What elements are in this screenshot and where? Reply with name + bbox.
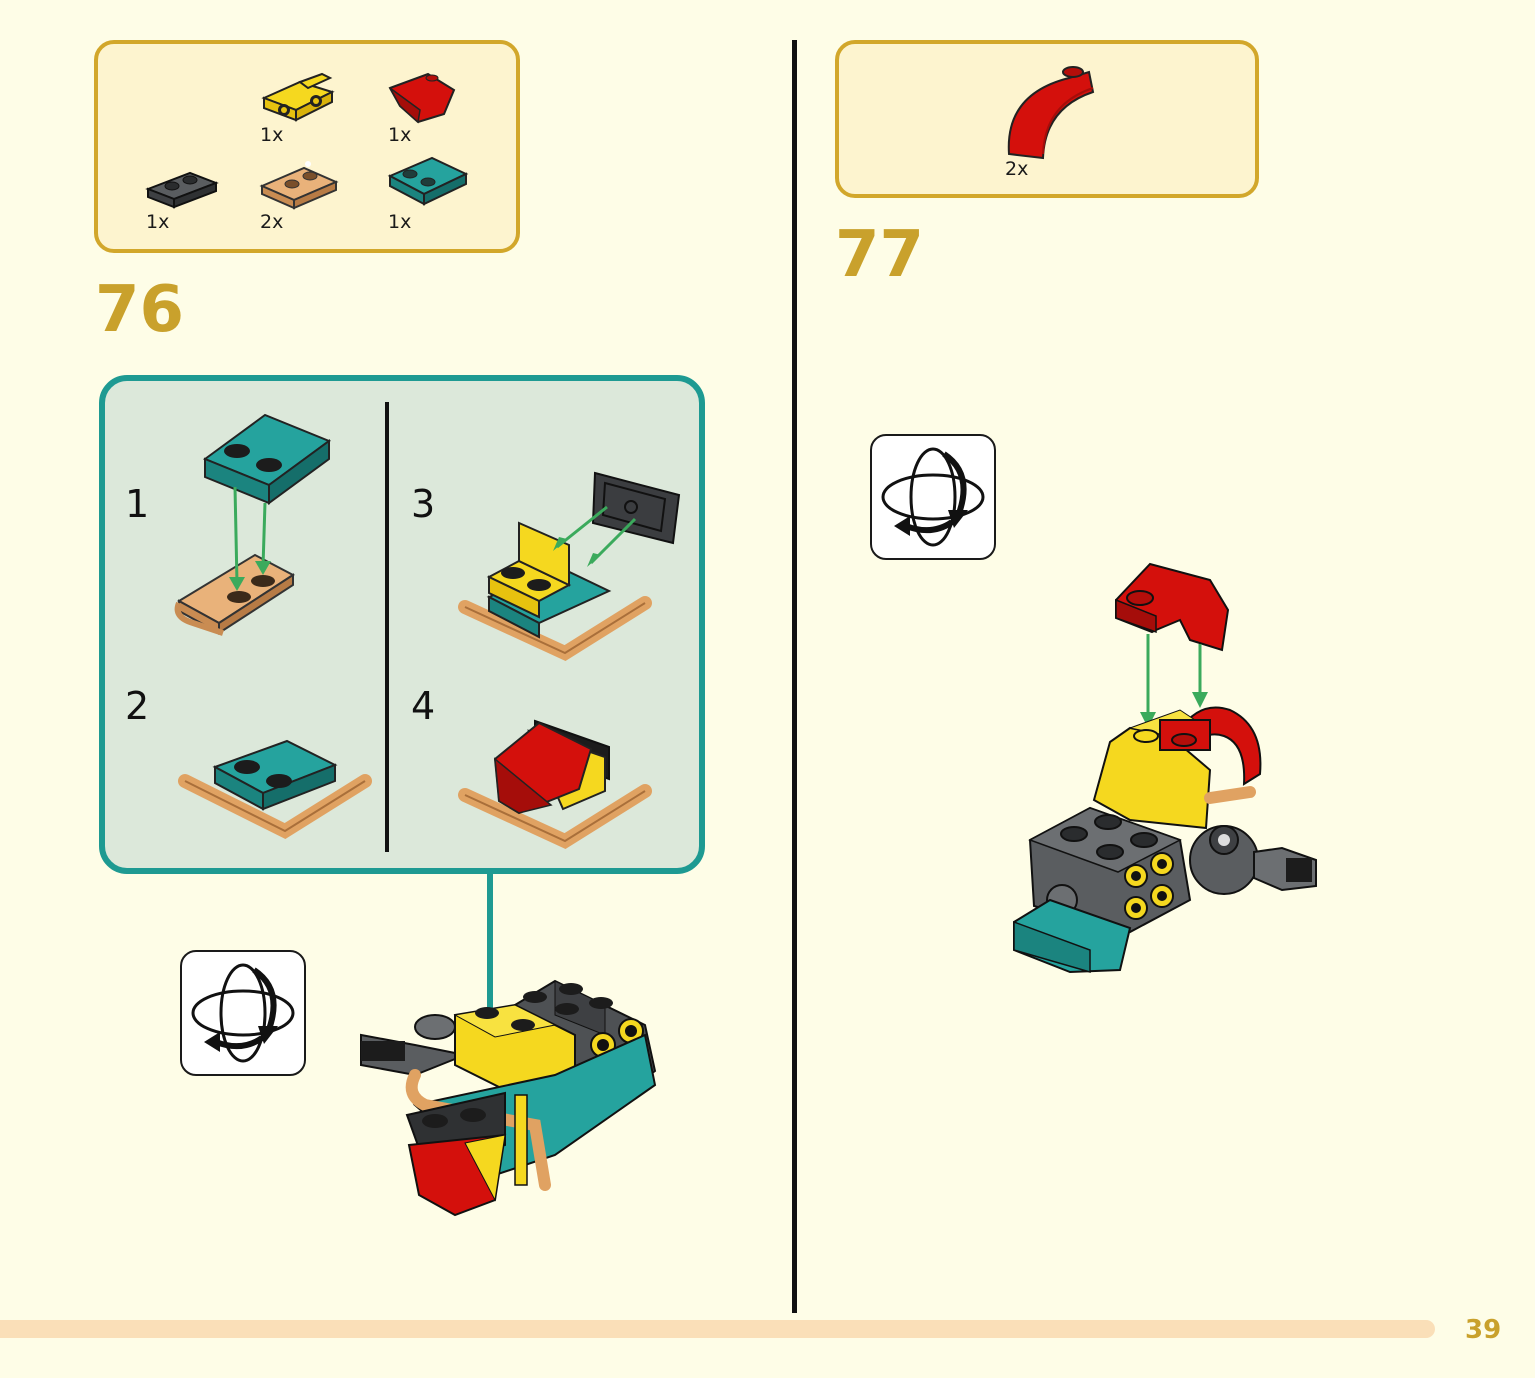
substep-4-illustration	[458, 719, 652, 849]
model-77-assembly	[1013, 562, 1317, 974]
substep-1-illustration	[174, 413, 332, 636]
part-qty: 2x	[1005, 158, 1029, 180]
substep-connector-line	[487, 872, 493, 1032]
step-number-76: 76	[95, 273, 185, 347]
substep-box: 1 2 3 4	[99, 375, 705, 874]
page-column-divider	[792, 40, 797, 1313]
substep-divider	[385, 402, 389, 852]
yellow-bracket-part-icon	[261, 72, 335, 122]
red-curved-slope-part-icon	[1007, 66, 1095, 160]
page-footer-bar	[0, 1320, 1435, 1338]
rotate-model-icon	[180, 950, 306, 1076]
part-qty: 1x	[388, 124, 412, 146]
model-76-assembly	[360, 979, 657, 1217]
teal-plate-part-icon	[387, 156, 469, 206]
part-qty: 2x	[260, 211, 284, 233]
rotate-model-icon	[870, 434, 996, 560]
substep-number-4: 4	[411, 684, 436, 728]
tan-runner-part-icon	[259, 161, 339, 210]
substep-number-2: 2	[125, 684, 150, 728]
parts-list-step-76: 1x 1x 1x 2x 1x	[94, 40, 520, 253]
part-qty: 1x	[260, 124, 284, 146]
parts-list-step-77: 2x	[835, 40, 1259, 198]
part-qty: 1x	[388, 211, 412, 233]
step-number-77: 77	[835, 218, 925, 292]
substep-number-1: 1	[125, 482, 150, 526]
substep-2-illustration	[178, 739, 372, 840]
part-qty: 1x	[146, 211, 170, 233]
substep-number-3: 3	[411, 482, 436, 526]
page-number: 39	[1465, 1315, 1502, 1345]
substep-3-illustration	[458, 471, 681, 661]
red-wedge-part-icon	[388, 72, 456, 124]
dark-gray-plate-part-icon	[145, 171, 219, 209]
